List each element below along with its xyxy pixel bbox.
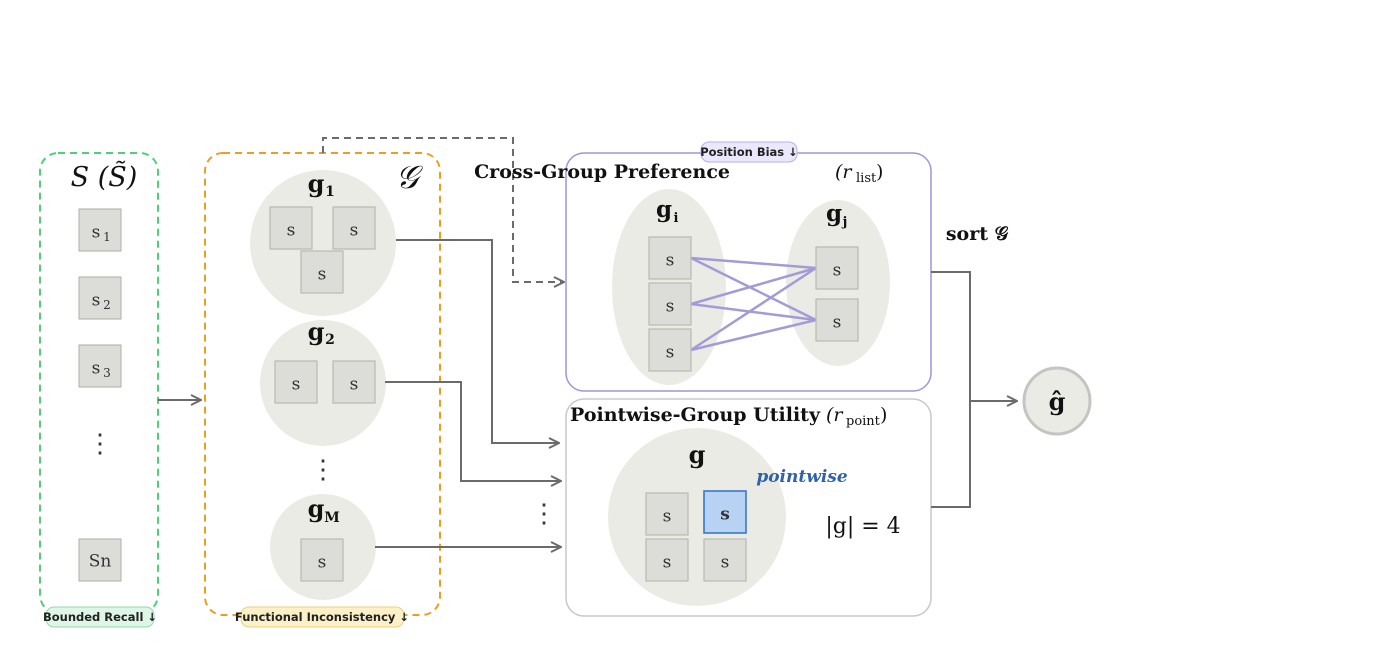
svg-text:s: s: [663, 507, 672, 527]
svg-text:s: s: [92, 291, 101, 311]
svg-text:2: 2: [103, 298, 111, 312]
svg-text:s: s: [833, 313, 842, 333]
preference-edge: [690, 266, 817, 306]
svg-text:s: s: [666, 251, 675, 271]
gj-item: [815, 246, 859, 290]
groups-to-list-dashed-arrow: [322, 137, 563, 282]
svg-text:M: M: [324, 510, 340, 526]
g-item: [645, 538, 689, 582]
sort-label: sort 𝒢: [946, 223, 1009, 245]
group-item: [332, 206, 376, 250]
functional-inconsistency-badge: [240, 606, 405, 628]
candidate-set-panel: S (S̃) s 1 s 2 s 3 ⋮ Sn Bounded Recall ↓: [39, 152, 159, 628]
svg-text:s: s: [721, 553, 730, 573]
set-item: s 2: [78, 276, 122, 320]
svg-text:s: s: [350, 221, 359, 241]
g-item: [645, 492, 689, 536]
svg-text:2: 2: [325, 332, 335, 348]
svg-text:g: g: [308, 317, 325, 346]
preference-edge: [690, 256, 817, 270]
list-panel-title: Cross-Group Preference: [474, 161, 730, 183]
preference-edge: [690, 318, 817, 352]
merge-bracket: [931, 271, 971, 508]
point-metric-sub: point: [846, 414, 881, 429]
svg-text:1: 1: [325, 184, 335, 200]
groups-ellipsis: ⋮: [310, 455, 336, 485]
group-item: [300, 250, 344, 294]
pointwise-label: pointwise: [756, 467, 848, 487]
svg-text:s: s: [92, 359, 101, 379]
svg-text:s: s: [318, 553, 327, 573]
svg-text:s: s: [318, 265, 327, 285]
svg-text:s: s: [92, 223, 101, 243]
svg-text:s: s: [663, 553, 672, 573]
bounded-recall-badge-label: Bounded Recall ↓: [43, 610, 157, 624]
group-g1: g 1 s s s: [250, 169, 396, 316]
svg-text:g: g: [656, 196, 672, 223]
svg-text:s: s: [350, 375, 359, 395]
arrows-ellipsis: ⋮: [531, 499, 557, 529]
set-item: s 3: [78, 344, 122, 388]
group-g2: g 2 s s: [260, 317, 386, 446]
svg-text:g: g: [826, 200, 842, 227]
groups-title: 𝒢: [396, 158, 424, 196]
group-item: [332, 360, 376, 404]
set-ellipsis: ⋮: [87, 429, 113, 459]
point-metric: (r: [826, 404, 844, 426]
gi-item: [648, 236, 692, 280]
group-item: [274, 360, 318, 404]
cross-group-preference-panel: Position Bias ↓ Cross-Group Preference (…: [474, 141, 932, 392]
group-item: [300, 538, 344, 582]
svg-text:s: s: [666, 297, 675, 317]
svg-text:j: j: [842, 215, 848, 230]
functional-inconsistency-badge-label: Functional Inconsistency ↓: [235, 610, 409, 624]
g-item-highlighted: [703, 490, 747, 534]
set-item-label: Sn: [89, 552, 112, 572]
svg-text:): ): [880, 404, 887, 426]
svg-text:): ): [876, 161, 883, 183]
svg-text:3: 3: [103, 366, 111, 380]
svg-text:1: 1: [103, 230, 111, 244]
g2-to-pointwise-arrow: [385, 381, 560, 481]
bounded-recall-badge: [45, 606, 155, 628]
group-g-label: g: [689, 440, 706, 469]
list-metric-sub: list: [856, 171, 877, 186]
preference-edge: [690, 302, 817, 322]
position-bias-badge-label: Position Bias ↓: [700, 145, 798, 159]
svg-text:g: g: [308, 494, 325, 523]
output-label: ĝ: [1049, 387, 1066, 416]
group-size-label: |g| = 4: [825, 514, 900, 539]
candidate-set-title: S (S̃): [71, 160, 138, 193]
svg-text:s: s: [292, 375, 301, 395]
list-metric: (r: [835, 161, 853, 183]
set-item: s 1: [78, 208, 122, 252]
pointwise-utility-panel: Pointwise-Group Utility (r point ) g s s…: [565, 398, 932, 617]
preference-edges: [690, 256, 817, 352]
svg-text:s: s: [666, 343, 675, 363]
groups-panel: 𝒢 g 1 s s s g 2 s s ⋮ g M: [204, 152, 441, 628]
g-item: [703, 538, 747, 582]
svg-text:s: s: [287, 221, 296, 241]
svg-text:i: i: [674, 211, 679, 226]
gi-item: [648, 328, 692, 372]
group-node: [260, 320, 386, 446]
gi-item: [648, 282, 692, 326]
svg-text:s: s: [720, 505, 730, 525]
preference-edge: [690, 256, 817, 322]
group-gM: g M s: [270, 494, 376, 600]
svg-text:s: s: [833, 261, 842, 281]
point-panel-title: Pointwise-Group Utility: [570, 404, 821, 426]
svg-text:g: g: [308, 169, 325, 198]
set-item: Sn: [78, 538, 122, 582]
group-item: [269, 206, 313, 250]
gj-item: [815, 298, 859, 342]
output-circle: [1022, 366, 1092, 436]
preference-edge: [690, 266, 817, 352]
output-node: ĝ: [1022, 366, 1092, 436]
g1-to-pointwise-arrow: [396, 239, 558, 443]
position-bias-badge: [700, 141, 798, 163]
